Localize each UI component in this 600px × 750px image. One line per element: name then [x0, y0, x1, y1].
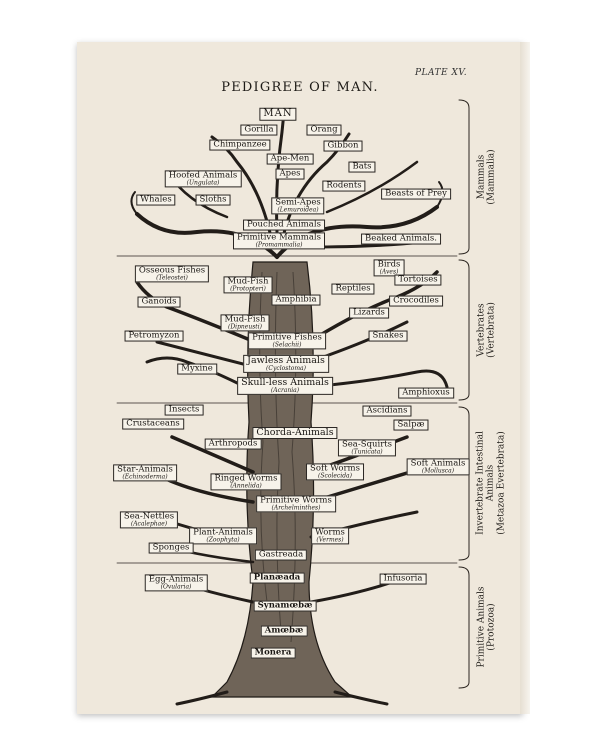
node-synamoebae: Synamœbæ	[253, 600, 317, 612]
node-primitive-mammals: Primitive Mammals(Promammalia)	[233, 232, 325, 250]
node-bats: Bats	[348, 161, 376, 173]
node-primitive-worms: Primitive Worms(Archelminthes)	[256, 495, 336, 513]
node-chorda-animals: Chorda-Animals	[252, 427, 338, 439]
node-gastreada: Gastreada	[254, 549, 308, 561]
node-egg-animals: Egg-Animals(Ovularia)	[144, 574, 208, 592]
group-label-vertebrates: Vertebrates(Vertebrata)	[476, 302, 497, 358]
node-soft-worms: Soft Worms(Scolecida)	[306, 463, 364, 481]
node-snakes: Snakes	[368, 330, 408, 342]
node-mud-fish-dipneusti: Mud-Fish(Dipneusti)	[220, 314, 270, 332]
branch	[155, 340, 257, 369]
node-sea-squirts: Sea-Squirts(Tunicata)	[337, 439, 397, 457]
node-monera: Monera	[250, 647, 296, 659]
node-osseous-fishes: Osseous Fishes(Teleostei)	[134, 265, 210, 283]
node-gorilla: Gorilla	[240, 124, 278, 136]
node-crocodiles: Crocodiles	[389, 295, 443, 307]
node-infusoria: Infusoria	[379, 573, 427, 585]
node-amoebae: Amœbæ	[260, 625, 308, 637]
node-whales: Whales	[136, 194, 176, 206]
node-chimpanzee: Chimpanzee	[209, 139, 271, 151]
branch	[307, 369, 449, 389]
bracket-primitive	[458, 566, 470, 689]
node-gibbon: Gibbon	[323, 140, 363, 152]
node-semi-apes: Semi-Apes(Lemuroidea)	[271, 197, 325, 215]
page-title: PEDIGREE OF MAN.	[221, 80, 379, 95]
node-myxine: Myxine	[177, 363, 217, 375]
node-sponges: Sponges	[148, 542, 194, 554]
branch	[325, 160, 419, 214]
node-mud-fish-protopteri: Mud-Fish(Protopteri)	[223, 276, 273, 294]
node-rodents: Rodents	[322, 180, 366, 192]
node-crustaceans: Crustaceans	[122, 418, 184, 430]
node-ringed-worms: Ringed Worms(Annelida)	[210, 473, 282, 491]
node-plant-animals: Plant-Animals(Zoophyta)	[189, 527, 257, 545]
node-apes: Apes	[275, 168, 305, 180]
node-soft-animals: Soft Animals(Mollusca)	[406, 458, 470, 476]
node-ape-men: Ape-Men	[266, 153, 314, 165]
node-arthropods: Arthropods	[204, 438, 262, 450]
root	[175, 690, 229, 706]
node-sloths: Sloths	[195, 194, 231, 206]
node-amphibia: Amphibia	[271, 294, 321, 306]
node-insects: Insects	[164, 404, 204, 416]
poster-edge	[520, 42, 530, 714]
node-primitive-fishes: Primitive Fishes(Selachii)	[248, 332, 326, 350]
root	[333, 690, 389, 706]
node-beaked-animals: Beaked Animals.	[361, 233, 441, 245]
node-skull-less-animals: Skull-less Animals(Acrania)	[237, 376, 333, 396]
node-planaeada: Planæada	[249, 572, 305, 584]
plate-number: PLATE XV.	[415, 68, 468, 78]
node-birds: Birds(Aves)	[373, 259, 405, 277]
poster-sheet: PLATE XV. PEDIGREE OF MAN.	[77, 42, 523, 714]
node-lizards: Lizards	[349, 307, 389, 319]
node-worms: Worms(Vermes)	[311, 527, 349, 545]
node-man: MAN	[259, 107, 297, 121]
branch	[130, 191, 138, 215]
bracket-invertebrates	[458, 406, 470, 561]
node-sea-nettles: Sea-Nettles(Acalephae)	[119, 511, 179, 529]
node-jawless-animals: Jawless Animals(Cyclostoma)	[243, 354, 329, 374]
group-label-mammals: Mammals(Mammalia)	[476, 149, 497, 205]
node-tortoises: Tortoises	[394, 274, 442, 286]
node-reptiles: Reptiles	[331, 283, 375, 295]
group-label-primitive: Primitive Animals(Protozoa)	[476, 586, 497, 668]
node-orang: Orang	[306, 124, 342, 136]
bracket-mammals	[458, 99, 470, 255]
node-amphioxus: Amphioxus	[398, 387, 454, 399]
branch	[170, 435, 255, 474]
node-hoofed-animals: Hoofed Animals(Ungulata)	[164, 170, 242, 188]
node-beasts-of-prey: Beasts of Prey	[381, 188, 451, 200]
node-salpae: Salpæ	[393, 419, 429, 431]
node-petromyzon: Petromyzon	[124, 330, 184, 342]
node-pouched-animals: Pouched Animals	[243, 219, 325, 231]
branch	[145, 356, 257, 394]
node-ascidians: Ascidians	[362, 405, 412, 417]
node-star-animals: Star-Animals(Echinoderma)	[113, 464, 177, 482]
node-ganoids: Ganoids	[137, 296, 181, 308]
bracket-vertebrates	[458, 259, 470, 401]
